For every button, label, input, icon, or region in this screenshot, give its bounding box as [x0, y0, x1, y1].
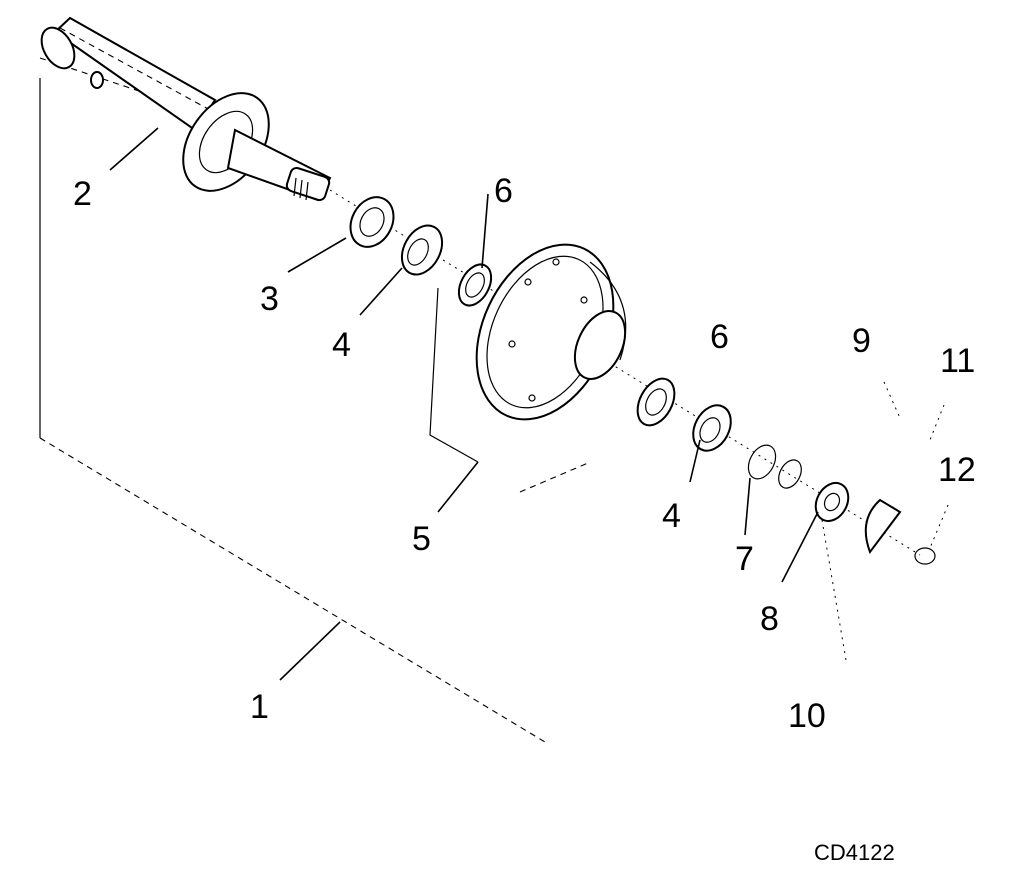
part-8-nut — [814, 481, 850, 523]
label-9: 9 — [852, 322, 871, 360]
part-10-dust-cap — [821, 498, 902, 661]
label-5: 5 — [412, 520, 431, 558]
part-12-cap-screw — [914, 504, 949, 565]
label-8: 8 — [760, 600, 779, 638]
part-5-hub — [429, 243, 627, 493]
label-1: 1 — [250, 688, 269, 726]
label-7: 7 — [735, 540, 754, 578]
figure-code: CD4122 — [814, 840, 895, 865]
part-4-bearing-cone-outer — [692, 404, 732, 452]
leader-lines — [109, 127, 819, 681]
part-4-bearing-cone-inner — [400, 224, 444, 276]
callout-labels: 1 2 3 4 5 6 6 4 7 8 9 10 11 12 — [73, 172, 976, 735]
part-6-bearing-cup-outer — [636, 377, 676, 427]
part-9-cotter-pin — [883, 381, 901, 419]
part-3-seal — [349, 196, 395, 248]
label-6-lower: 6 — [710, 318, 729, 356]
label-12: 12 — [938, 451, 976, 489]
label-10: 10 — [788, 697, 826, 735]
part-2-spindle — [40, 16, 921, 556]
label-4-upper: 4 — [332, 326, 351, 364]
label-11: 11 — [940, 342, 975, 380]
part-7-washer — [747, 444, 802, 489]
label-4-lower: 4 — [662, 497, 681, 535]
label-6-upper: 6 — [494, 172, 513, 210]
part-6-bearing-cup-inner — [457, 263, 493, 307]
label-3: 3 — [260, 280, 279, 318]
label-2: 2 — [73, 175, 92, 213]
part-11-grease-fitting — [929, 404, 945, 441]
